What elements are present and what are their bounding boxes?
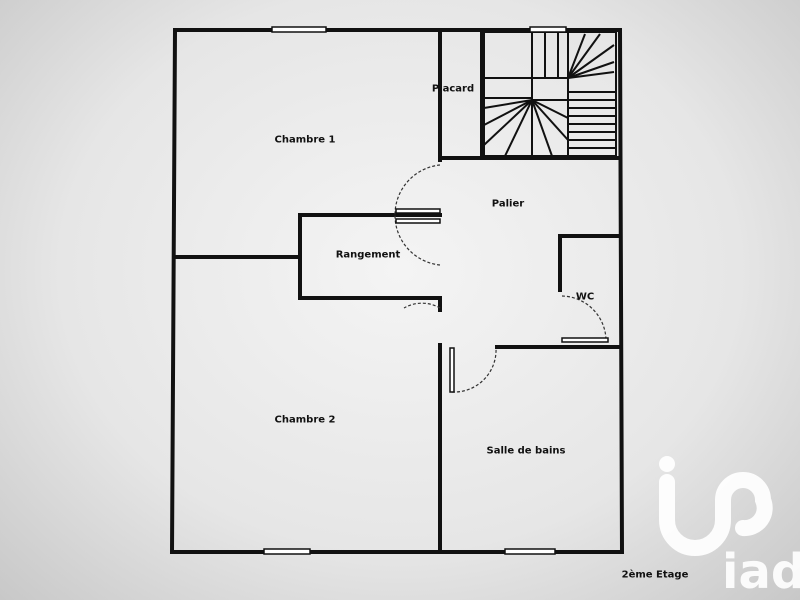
stairs (483, 31, 617, 157)
room-label-chambre-2: Chambre 2 (274, 414, 336, 426)
room-label-rangement: Rangement (335, 249, 401, 261)
room-label-salle-de-bains: Salle de bains (486, 445, 566, 457)
room-label-wc: WC (575, 291, 595, 303)
room-label-placard: Placard (431, 83, 475, 95)
outer-wall (169, 27, 625, 554)
windows (263, 26, 609, 555)
walls (169, 27, 625, 554)
storage-wall (298, 255, 442, 312)
wc-wall (558, 234, 622, 292)
room-label-chambre-1: Chambre 1 (274, 134, 336, 146)
room-label-palier: Palier (491, 198, 525, 210)
floor-label: 2ème Etage (621, 569, 689, 581)
iad-logo-text: iad (722, 544, 800, 600)
